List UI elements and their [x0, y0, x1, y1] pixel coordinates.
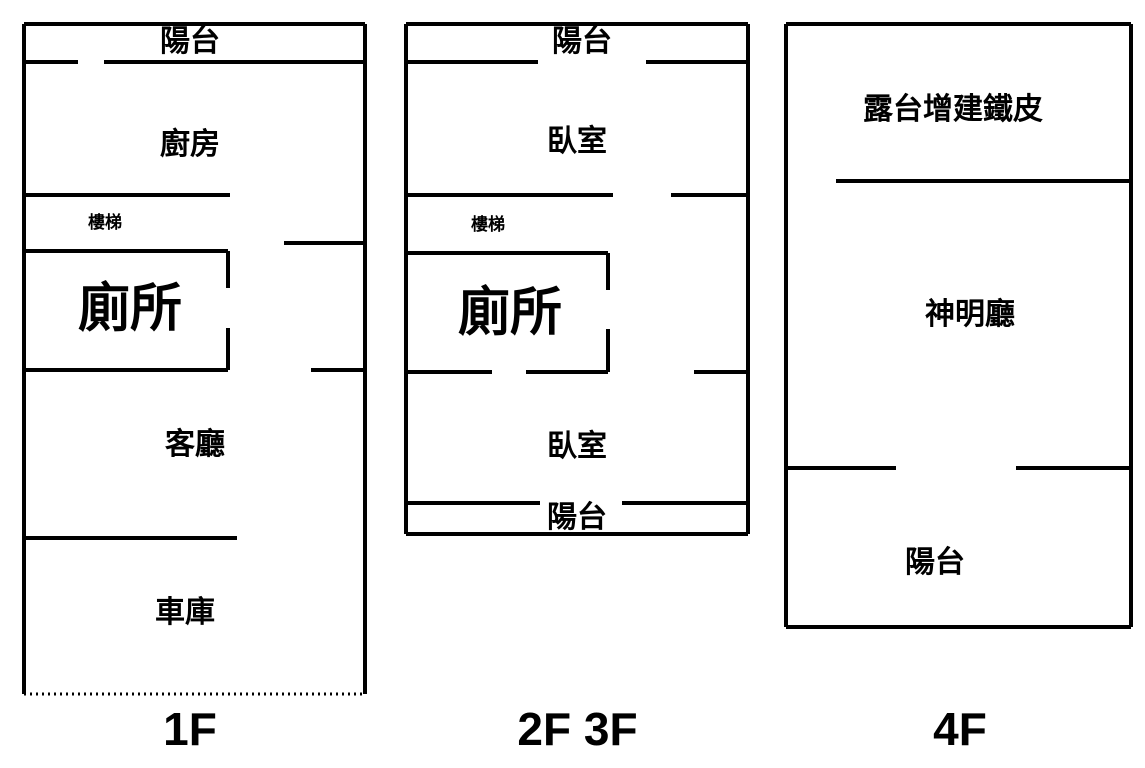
room-label-4f-balcony: 陽台: [905, 545, 965, 580]
room-label-1f-balcony-top: 陽台: [160, 24, 220, 59]
room-label-1f-toilet: 廁所: [77, 279, 182, 339]
room-label-2f3f-stairs: 樓梯: [471, 215, 505, 235]
floor-caption-1f: 1F: [163, 703, 217, 755]
room-label-2f3f-toilet: 廁所: [457, 283, 562, 343]
floor-caption-4f: 4F: [933, 703, 987, 755]
room-label-1f-garage: 車庫: [155, 595, 215, 630]
room-label-2f3f-bedroom-upper: 臥室: [547, 124, 607, 159]
panel-2f3f-walls: [404, 22, 750, 536]
room-label-1f-kitchen: 廚房: [160, 127, 220, 162]
room-label-2f3f-bedroom-lower: 臥室: [547, 429, 607, 464]
floor-caption-2f3f: 2F 3F: [517, 703, 638, 755]
panel-1f-walls: [22, 22, 367, 696]
room-label-4f-terrace-steel-extension: 露台增建鐵皮: [863, 92, 1043, 127]
panel-4f-walls: [784, 22, 1133, 629]
room-label-4f-shrine-hall: 神明廳: [925, 297, 1015, 332]
room-label-2f3f-balcony-bottom: 陽台: [547, 500, 607, 535]
room-label-1f-living-room: 客廳: [165, 427, 225, 462]
room-label-2f3f-balcony-top: 陽台: [552, 24, 612, 59]
room-label-1f-stairs: 樓梯: [88, 213, 122, 233]
